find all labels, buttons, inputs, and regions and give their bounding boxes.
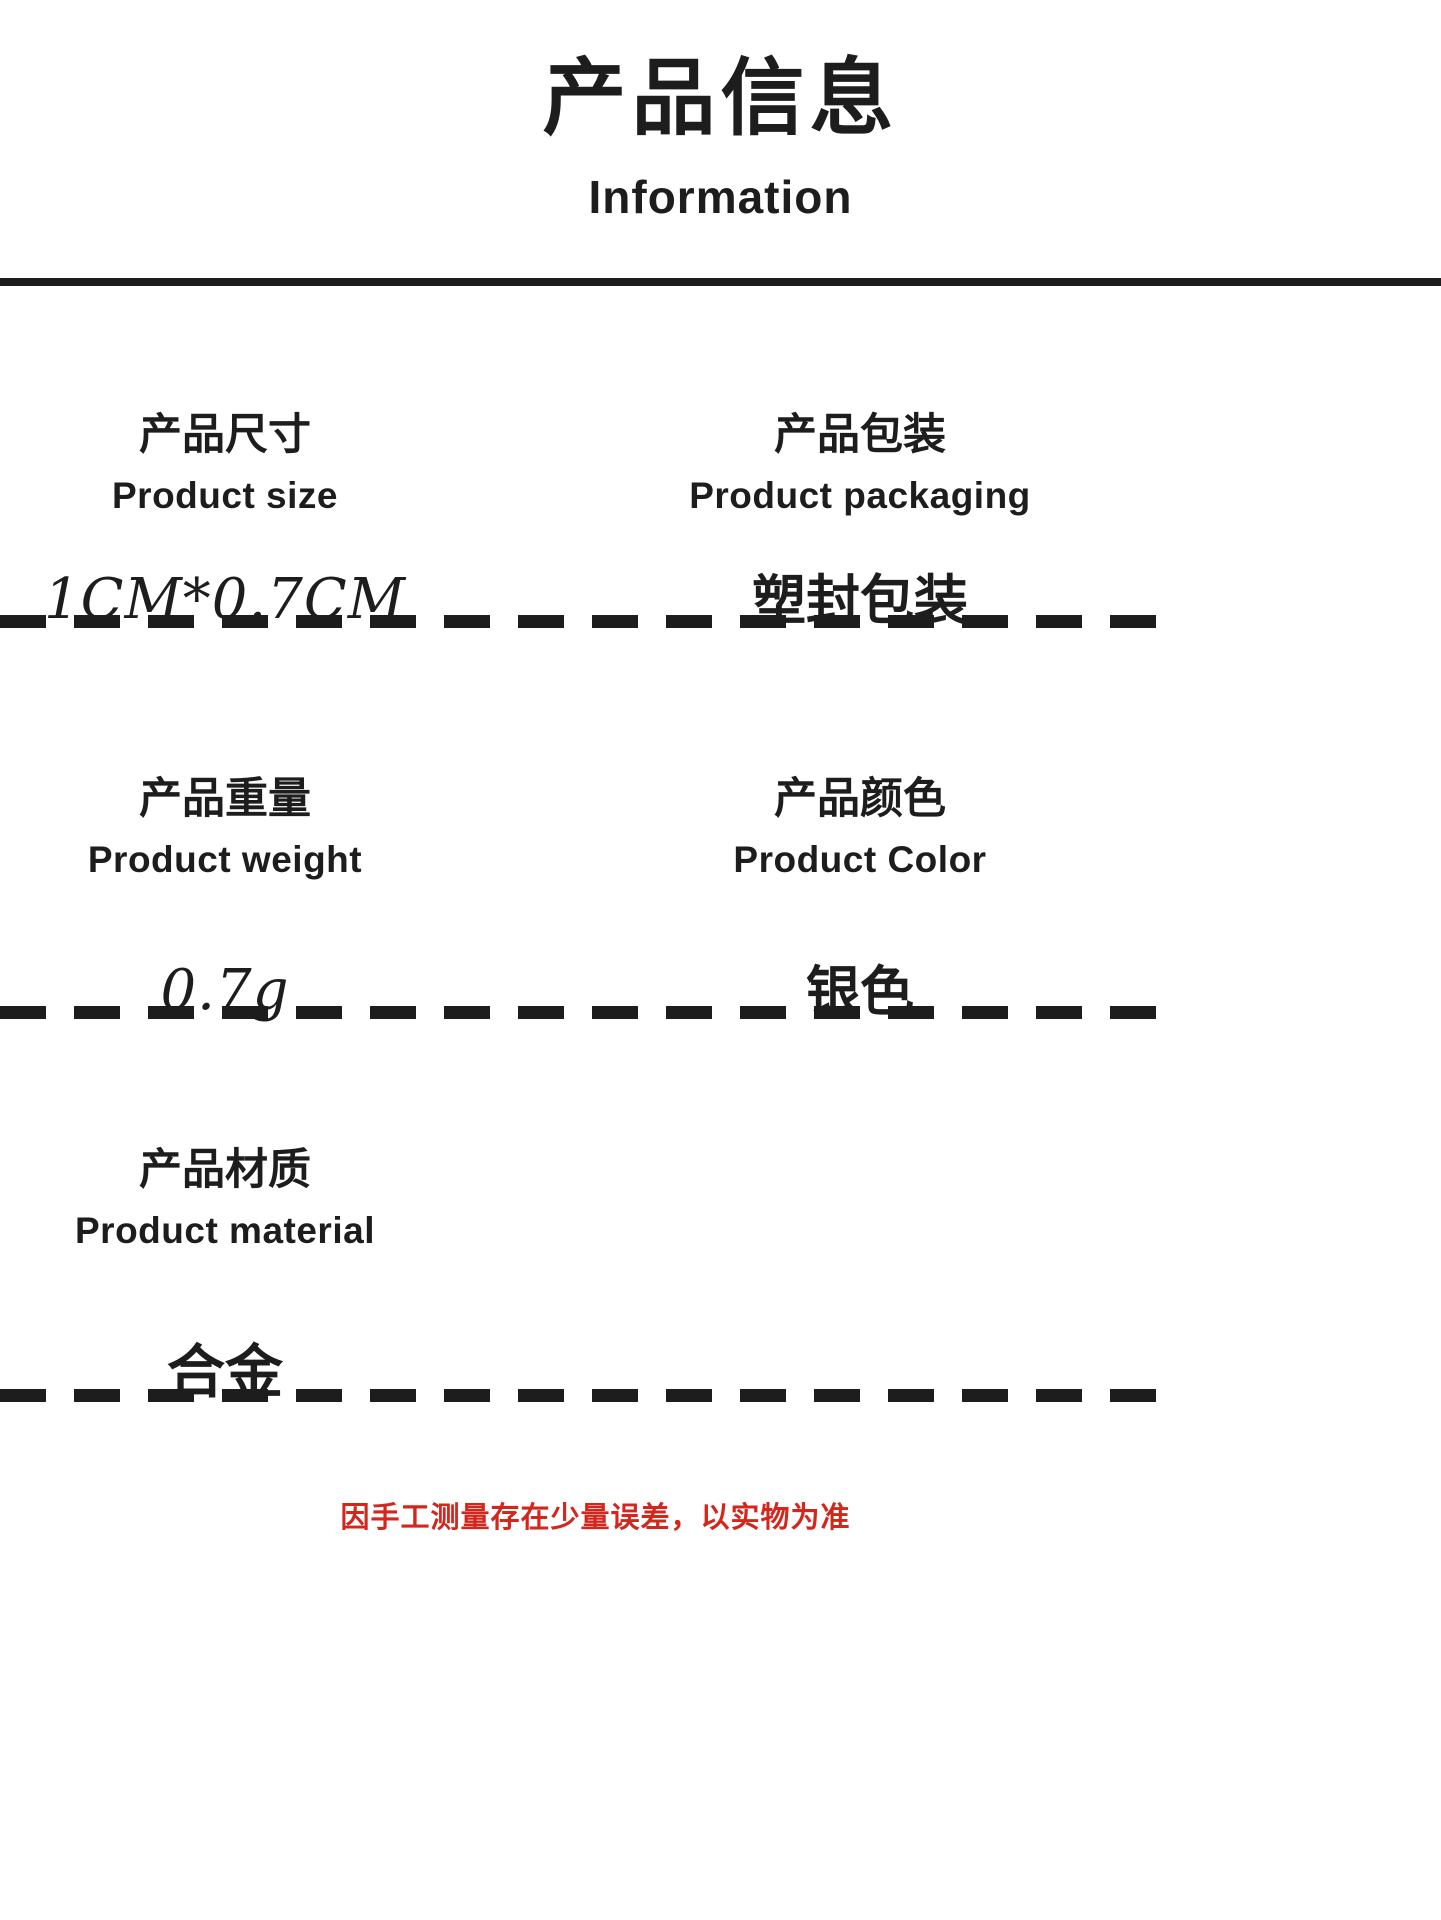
footer-note: 因手工测量存在少量误差，以实物为准 [340,1502,851,1534]
field-color-label: 产品颜色 Product Color [635,775,1085,880]
field-label-en: Product material [75,1210,375,1251]
header-divider [0,278,1441,286]
field-label-zh: 产品尺寸 [139,411,311,459]
label-row: 产品尺寸 Product size 产品包装 Product packaging [0,411,1441,516]
info-band-material: 产品材质 Product material 合金 [0,1149,1441,1402]
field-label-zh: 产品包装 [774,411,946,459]
field-label-en: Product Color [733,839,987,880]
field-material-value: 合金 [166,1340,283,1405]
info-band-size-packaging: 产品尺寸 Product size 产品包装 Product packaging… [0,414,1441,628]
field-label-zh: 产品材质 [139,1146,311,1194]
field-color-value: 银色 [806,962,914,1022]
dashed-divider [0,1006,1158,1019]
field-packaging-label: 产品包装 Product packaging [635,411,1085,516]
dashed-divider [0,1389,1158,1402]
header: 产品信息 Information [0,0,1441,220]
info-band-weight-color: 产品重量 Product weight 产品颜色 Product Color 0… [0,778,1441,1019]
field-label-en: Product packaging [689,475,1031,516]
field-label-en: Product weight [87,839,363,880]
field-label-en: Product size [112,475,338,516]
page-title-zh: 产品信息 [542,51,899,145]
label-row: 产品材质 Product material [0,1146,1441,1251]
label-row: 产品重量 Product weight 产品颜色 Product Color [0,775,1441,880]
page-title-en: Information [588,171,853,223]
field-weight-value: 0.7g [160,958,290,1023]
field-size-value: 1CM*0.7CM [43,567,407,632]
field-size-label: 产品尺寸 Product size [0,411,450,516]
dashed-divider [0,615,1158,628]
field-material-label: 产品材质 Product material [0,1146,450,1251]
field-label-zh: 产品重量 [139,775,311,823]
value-row: 0.7g 银色 [0,958,1441,1023]
field-label-zh: 产品颜色 [774,775,946,823]
value-row: 1CM*0.7CM 塑封包装 [0,567,1441,632]
field-packaging-value: 塑封包装 [752,571,968,631]
field-weight-label: 产品重量 Product weight [0,775,450,880]
value-row: 合金 [0,1344,1441,1402]
